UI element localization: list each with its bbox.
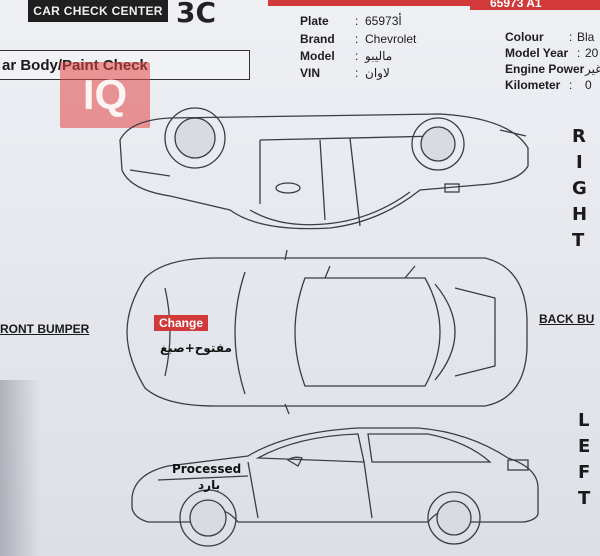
left-label-f: F [578,462,591,483]
kilometer-label: Kilometer [505,78,561,92]
left-label-l: L [578,410,590,431]
logo-mark: 3C [176,0,217,29]
change-note: مفتوح+صبغ [160,341,232,355]
processed-note: بارد [198,478,221,492]
right-label-h: H [572,204,588,225]
plate-value: أ65973 [365,14,402,28]
model-year-row: Model Year : 20 [505,46,598,60]
header-corner-block [470,0,600,10]
model-colon: : [355,49,359,63]
car-left-side-diagram [131,427,539,547]
watermark-logo: IQ [60,62,150,128]
model-row: Model : ماليبو [300,49,392,63]
engine-power-row: Engine Power : غير [505,62,600,76]
car-right-side-diagram [119,107,529,230]
plate-colon: : [355,14,359,28]
right-label-r: R [572,126,586,147]
kilometer-row: Kilometer : 0 [505,78,592,92]
brand-row: Brand : Chevrolet [300,32,416,46]
model-year-value: 20 [585,46,599,60]
vin-row: VIN : لاوان [300,66,390,80]
right-label-g: G [572,178,587,199]
change-tag: Change [154,315,209,331]
plate-label: Plate [300,14,329,28]
engine-power-label: Engine Power [505,62,585,76]
brand-colon: : [355,32,359,46]
brand-label: Brand [300,32,335,46]
back-bumper-label: BACK BU [539,312,595,326]
header-corner-text: 65973 A1 [490,0,542,10]
car-top-view-diagram [126,249,528,415]
model-label: Model [300,49,335,63]
left-label-t: T [578,488,591,509]
right-label-i: I [576,152,583,173]
vin-label: VIN [300,66,321,80]
page-shadow [0,380,40,556]
colour-row: Colour : Bla [505,30,594,44]
vin-value: لاوان [365,66,390,80]
kilometer-colon: : [569,78,573,92]
model-value: ماليبو [365,49,393,63]
logo-banner: CAR CHECK CENTER [28,0,168,22]
right-label-t: T [572,230,585,251]
front-bumper-label: RONT BUMPER [0,322,90,336]
model-year-colon: : [577,46,581,60]
engine-power-value: غير [585,62,600,76]
vin-colon: : [355,66,359,80]
engine-power-colon: : [580,62,584,76]
colour-label: Colour [505,30,544,44]
colour-colon: : [569,30,573,44]
colour-value: Bla [577,30,595,44]
left-label-e: E [578,436,591,457]
header-accent-bar [268,0,600,6]
plate-row: Plate : أ65973 [300,14,402,28]
processed-label: Processed [172,462,242,476]
model-year-label: Model Year [505,46,569,60]
brand-value: Chevrolet [365,32,417,46]
kilometer-value: 0 [585,78,592,92]
